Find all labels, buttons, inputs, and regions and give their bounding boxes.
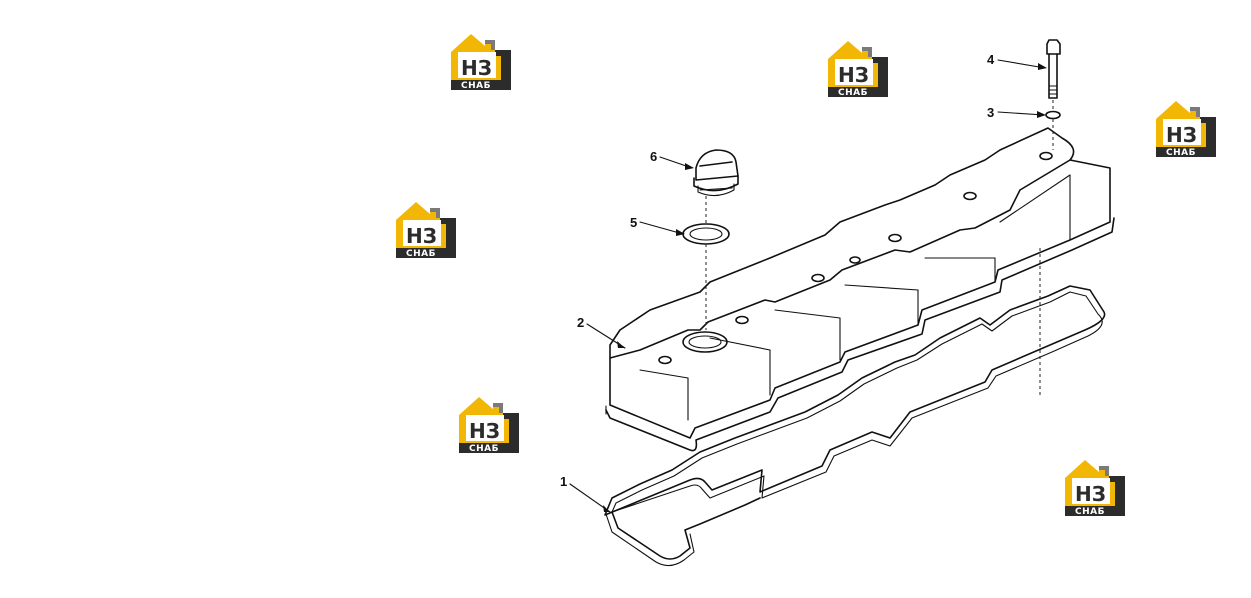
watermark-text: НЗ <box>838 63 869 87</box>
o-ring-part-5 <box>682 223 730 245</box>
assembly-axis-lines <box>705 100 1054 395</box>
washer-part-3 <box>1045 110 1061 120</box>
callout-label-5: 5 <box>630 215 637 230</box>
callout-label-3: 3 <box>987 105 994 120</box>
watermark-subtext: СНАБ <box>838 88 868 98</box>
callout-label-4: 4 <box>987 52 995 67</box>
watermark-logo: НЗ СНАБ <box>1156 101 1216 158</box>
watermark-text: НЗ <box>406 224 437 248</box>
watermark-subtext: СНАБ <box>406 249 436 259</box>
callout-leaders <box>569 59 1047 513</box>
watermark-text: НЗ <box>1166 123 1197 147</box>
watermark-subtext: СНАБ <box>469 444 499 454</box>
watermark-subtext: СНАБ <box>461 81 491 91</box>
watermark-text: НЗ <box>469 419 500 443</box>
watermark-subtext: СНАБ <box>1166 148 1196 158</box>
callout-label-1: 1 <box>560 474 567 489</box>
watermark-logo: НЗ СНАБ <box>451 34 511 91</box>
watermark-logo: НЗ СНАБ <box>396 202 456 259</box>
watermark-subtext: СНАБ <box>1075 507 1105 517</box>
valve-cover-part-2 <box>605 127 1115 452</box>
callout-label-2: 2 <box>577 315 584 330</box>
watermark-logo: НЗ СНАБ <box>828 41 888 98</box>
bolt-part-4 <box>1046 39 1061 99</box>
watermark-logo: НЗ СНАБ <box>1065 460 1125 517</box>
watermark-logo: НЗ СНАБ <box>459 397 519 454</box>
watermark-text: НЗ <box>1075 482 1106 506</box>
watermark-text: НЗ <box>461 56 492 80</box>
gasket-part-1 <box>604 285 1106 567</box>
callout-label-6: 6 <box>650 149 657 164</box>
filler-cap-part-6 <box>693 149 739 197</box>
